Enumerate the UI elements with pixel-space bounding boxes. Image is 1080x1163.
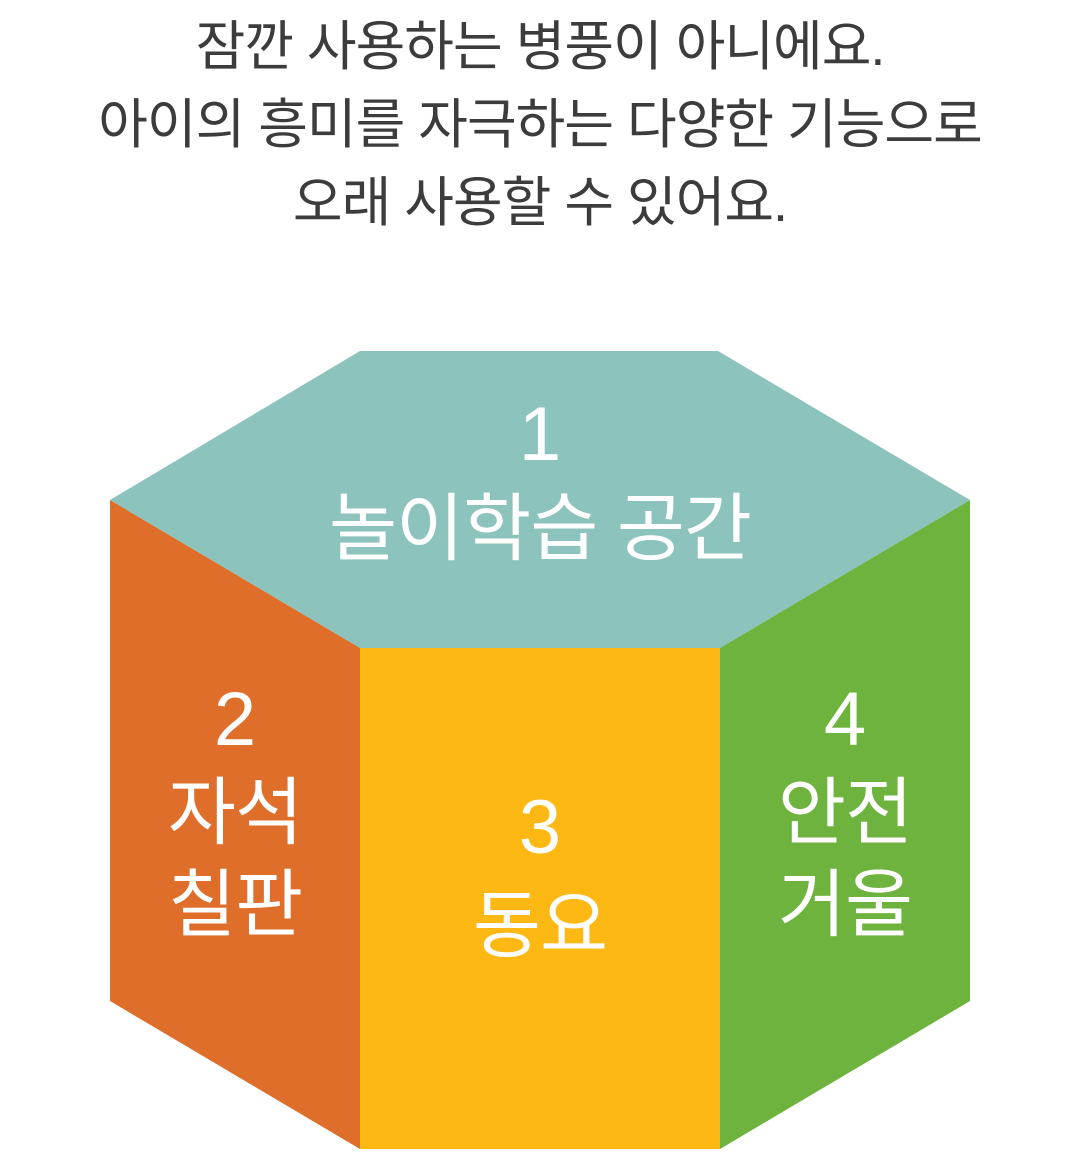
left-face-label-line1: 자석 xyxy=(167,771,303,854)
left-face-polygon xyxy=(110,500,360,1149)
top-face-polygon xyxy=(110,351,970,648)
top-face-number: 1 xyxy=(518,392,562,477)
header-line-1: 잠깐 사용하는 병풍이 아니에요. xyxy=(195,17,886,77)
header-line-3: 오래 사용할 수 있어요. xyxy=(292,173,788,233)
right-face-polygon xyxy=(720,500,970,1149)
front-face-number: 3 xyxy=(518,785,562,870)
header-text-block: 잠깐 사용하는 병풍이 아니에요. 아이의 흥미를 자극하는 다양한 기능으로 … xyxy=(0,8,1080,242)
top-face-label: 놀이학습 공간 xyxy=(328,487,752,570)
front-face-label: 동요 xyxy=(472,884,608,967)
right-face-label-line2: 거울 xyxy=(777,863,913,946)
header-line-2: 아이의 흥미를 자극하는 다양한 기능으로 xyxy=(98,95,983,155)
right-face-label-line1: 안전 xyxy=(777,771,913,854)
left-face-label-line2: 칠판 xyxy=(167,863,303,946)
front-face-polygon xyxy=(360,648,720,1149)
right-face-number: 4 xyxy=(823,677,867,762)
left-face-number: 2 xyxy=(213,677,257,762)
